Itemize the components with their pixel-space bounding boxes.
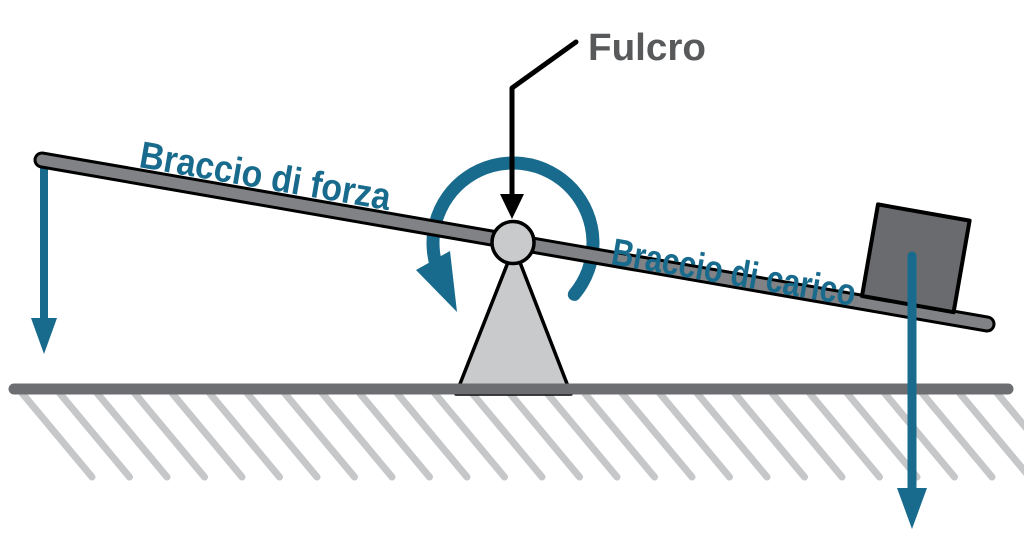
hatch-line: [206, 389, 283, 481]
hatch-line: [168, 389, 246, 481]
hatch-line: [356, 389, 433, 481]
fulcrum-pointer-line: [509, 39, 579, 200]
hatch-line: [618, 389, 696, 481]
hatch-line: [731, 389, 808, 481]
load-arrow: [897, 251, 927, 529]
hatch-line: [543, 389, 621, 481]
hatch-line: [468, 389, 546, 481]
hatch-line: [18, 389, 96, 481]
fulcrum-pointer-arrowhead: [500, 194, 524, 219]
hatch-line: [318, 389, 396, 481]
hatch-line: [693, 389, 771, 481]
hatch-line: [131, 389, 208, 481]
fulcrum-triangle: [454, 245, 573, 396]
hatch-line: [506, 389, 583, 481]
hatch-line: [393, 389, 471, 481]
hatch-line: [993, 389, 1024, 431]
hatch-line: [881, 389, 958, 481]
force-arrowhead: [31, 318, 57, 354]
hatch-line: [93, 389, 171, 481]
ground-hatching: [18, 389, 1024, 481]
fulcrum-pointer-arrow: [500, 39, 579, 219]
force-arrow: [31, 166, 57, 354]
hatch-line: [581, 389, 658, 481]
hatch-line: [918, 389, 996, 481]
load-arm-label: Braccio di carico: [608, 231, 859, 314]
hatch-line: [243, 389, 321, 481]
hatch-line: [956, 389, 1024, 476]
pivot-circle: [490, 219, 536, 266]
hatch-line: [56, 389, 133, 481]
hatch-line: [281, 389, 358, 481]
hatch-line: [431, 389, 508, 481]
hatch-line: [843, 389, 921, 481]
hatch-line: [768, 389, 846, 481]
hatch-line: [806, 389, 883, 481]
fulcrum-label: Fulcro: [588, 27, 706, 69]
load-arrowhead: [897, 488, 927, 529]
hatch-line: [656, 389, 733, 481]
rotation-arrowhead: [416, 251, 457, 312]
